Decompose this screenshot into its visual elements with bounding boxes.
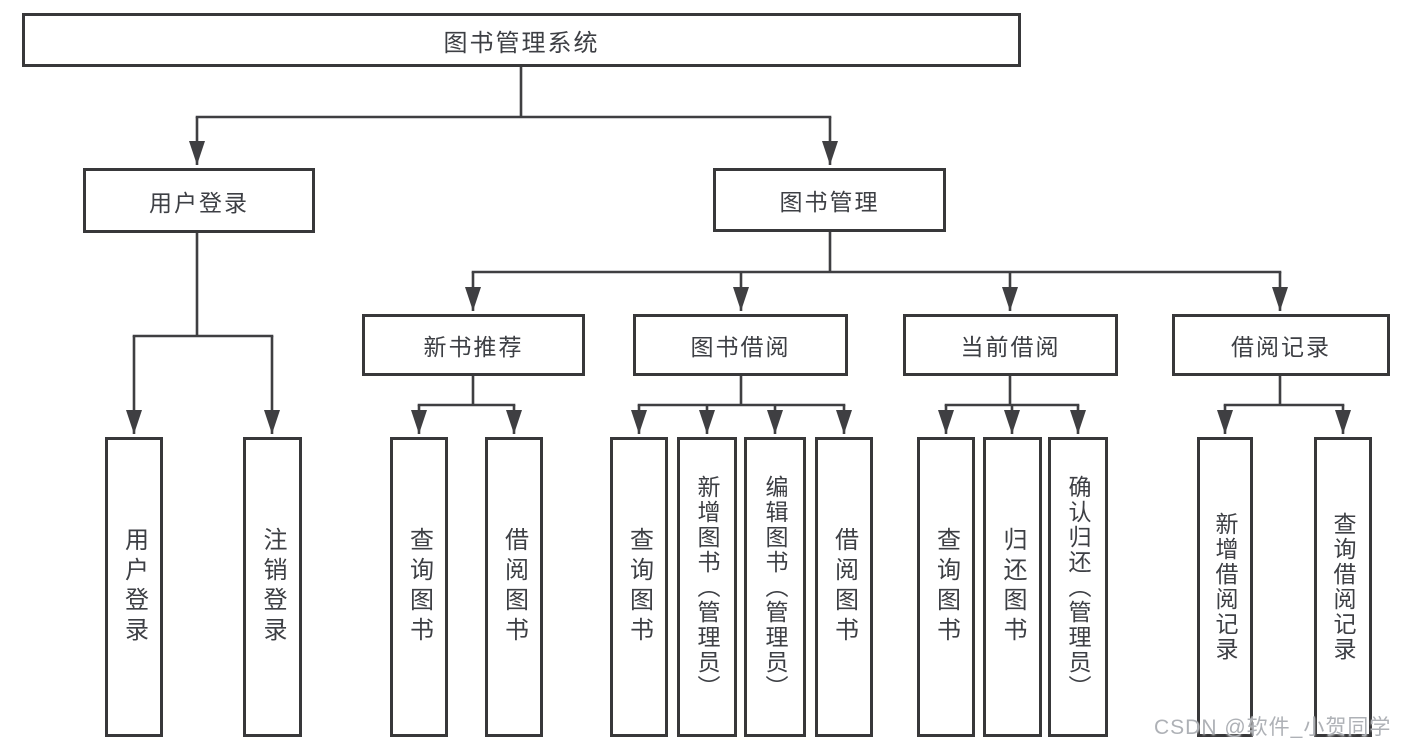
leaf-user-login: 用户登录 [105, 437, 163, 737]
watermark: CSDN @软件_小贺同学 [1154, 716, 1392, 739]
node-book-borrowing: 图书借阅 [633, 314, 848, 376]
node-library-management-system: 图书管理系统 [22, 13, 1021, 67]
leaf-query-books-current: 查询图书 [917, 437, 975, 737]
leaf-query-books-recommend: 查询图书 [390, 437, 448, 737]
leaf-edit-books-admin: 编辑图书（管理员） [744, 437, 806, 737]
leaf-add-books-admin: 新增图书（管理员） [677, 437, 737, 737]
leaf-confirm-return-admin: 确认归还（管理员） [1048, 437, 1108, 737]
node-borrowing-records: 借阅记录 [1172, 314, 1390, 376]
leaf-query-books-borrow: 查询图书 [610, 437, 668, 737]
leaf-borrow-books-recommend: 借阅图书 [485, 437, 543, 737]
leaf-query-borrow-record: 查询借阅记录 [1314, 437, 1372, 737]
node-user-login: 用户登录 [83, 168, 315, 233]
leaf-borrow-books: 借阅图书 [815, 437, 873, 737]
leaf-return-books: 归还图书 [983, 437, 1042, 737]
leaf-logout: 注销登录 [243, 437, 302, 737]
leaf-add-borrow-record: 新增借阅记录 [1197, 437, 1253, 737]
node-new-book-recommendation: 新书推荐 [362, 314, 585, 376]
node-book-management: 图书管理 [713, 168, 946, 232]
node-current-borrowing: 当前借阅 [903, 314, 1118, 376]
